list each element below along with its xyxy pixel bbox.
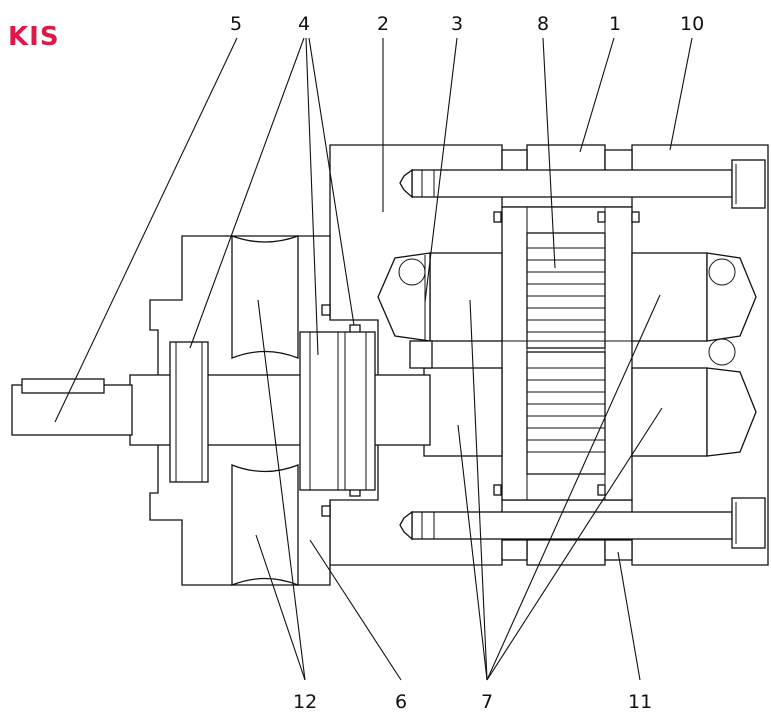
callout-1: 1 bbox=[609, 13, 621, 35]
callout-11: 11 bbox=[628, 691, 652, 713]
top-bolt bbox=[399, 144, 766, 209]
callout-4: 4 bbox=[298, 13, 310, 35]
callout-3: 3 bbox=[451, 13, 463, 35]
callout-6: 6 bbox=[395, 691, 407, 713]
callout-7: 7 bbox=[481, 691, 493, 713]
callout-12: 12 bbox=[293, 691, 317, 713]
callouts-bottom: 12 6 7 11 bbox=[293, 691, 652, 713]
bearings bbox=[169, 331, 376, 491]
gear-teeth-upper bbox=[527, 247, 605, 333]
callout-8: 8 bbox=[537, 13, 549, 35]
callout-10: 10 bbox=[680, 13, 704, 35]
gear-teeth-lower bbox=[527, 367, 605, 453]
leader-lines bbox=[54, 37, 693, 681]
callout-2: 2 bbox=[377, 13, 389, 35]
bottom-bolt bbox=[399, 497, 766, 566]
kis-logo: KIS bbox=[8, 22, 60, 52]
rotor-block bbox=[493, 206, 640, 501]
callout-5: 5 bbox=[230, 13, 242, 35]
rotors bbox=[377, 252, 757, 457]
callouts-top: 5 4 2 3 8 1 10 bbox=[230, 13, 704, 35]
